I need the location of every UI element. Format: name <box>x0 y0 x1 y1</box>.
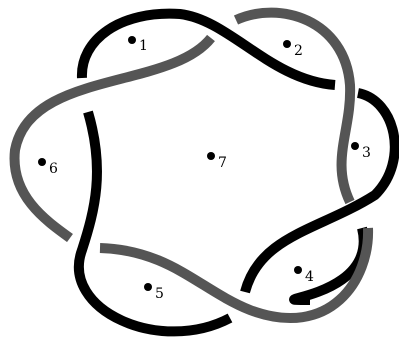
region-6-marker: 6 <box>38 158 58 177</box>
region-3-marker: 3 <box>351 142 371 161</box>
gray-strand-top-right-arc <box>236 13 350 202</box>
black-strand-right-arc <box>245 93 395 292</box>
gray-strand-left-arc <box>15 38 211 238</box>
region-2-marker: 2 <box>283 40 303 59</box>
region-3-dot <box>351 142 359 150</box>
region-5-label: 5 <box>155 286 164 302</box>
region-markers: 1 2 3 4 5 6 7 <box>38 36 371 302</box>
region-5-marker: 5 <box>144 283 164 302</box>
region-5-dot <box>144 283 152 291</box>
gray-strand <box>15 13 369 318</box>
gray-strand-bottom-arc <box>100 228 368 318</box>
region-4-marker: 4 <box>294 266 314 285</box>
region-2-label: 2 <box>294 43 303 59</box>
region-2-dot <box>283 40 291 48</box>
region-4-dot <box>294 266 302 274</box>
region-1-dot <box>128 36 136 44</box>
region-7-dot <box>207 152 215 160</box>
region-4-label: 4 <box>305 269 314 285</box>
region-1-marker: 1 <box>128 36 148 54</box>
region-7-label: 7 <box>218 155 227 171</box>
region-3-label: 3 <box>362 145 371 161</box>
region-6-label: 6 <box>49 161 58 177</box>
region-7-marker: 7 <box>207 152 227 171</box>
region-1-label: 1 <box>139 38 148 54</box>
region-6-dot <box>38 158 46 166</box>
